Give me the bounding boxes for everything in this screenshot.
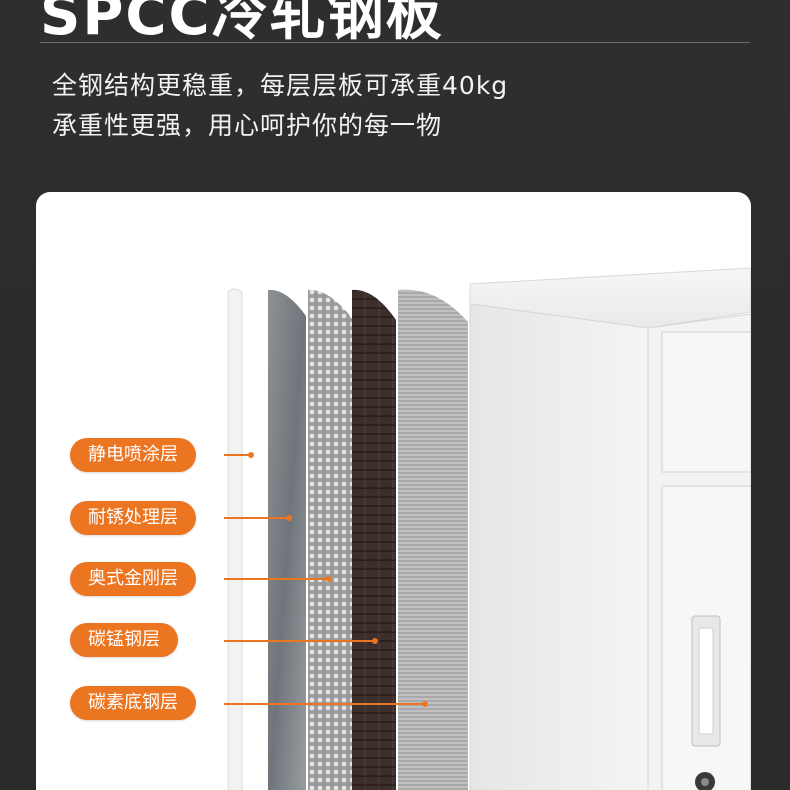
leader-dot: [422, 701, 428, 707]
product-illustration-panel: 静电喷涂层 耐锈处理层 奥式金刚层 碳锰钢层 碳素底钢层: [36, 192, 751, 790]
layer-label-rust-resistant: 耐锈处理层: [70, 501, 196, 535]
leader-line: [224, 578, 328, 580]
description-line-1: 全钢结构更稳重，每层层板可承重40kg: [52, 71, 509, 100]
leader-dot: [248, 452, 254, 458]
steel-layers-illustration: [227, 267, 751, 790]
layer-label-carbon-manganese: 碳锰钢层: [70, 623, 178, 657]
description-line-2: 承重性更强，用心呵护你的每一物: [52, 111, 443, 140]
leader-line: [224, 454, 250, 456]
page-title: SPCC冷轧钢板: [40, 0, 444, 48]
leader-dot: [286, 515, 292, 521]
leader-dot: [326, 576, 332, 582]
layer-label-electrostatic-coating: 静电喷涂层: [70, 438, 196, 472]
layer-label-diamond: 奥式金刚层: [70, 562, 196, 596]
leader-line: [224, 640, 374, 642]
leader-dot: [372, 638, 378, 644]
layer-label-carbon-base-steel: 碳素底钢层: [70, 686, 196, 720]
title-divider: [40, 42, 750, 43]
leader-line: [224, 703, 424, 705]
leader-line: [224, 517, 288, 519]
